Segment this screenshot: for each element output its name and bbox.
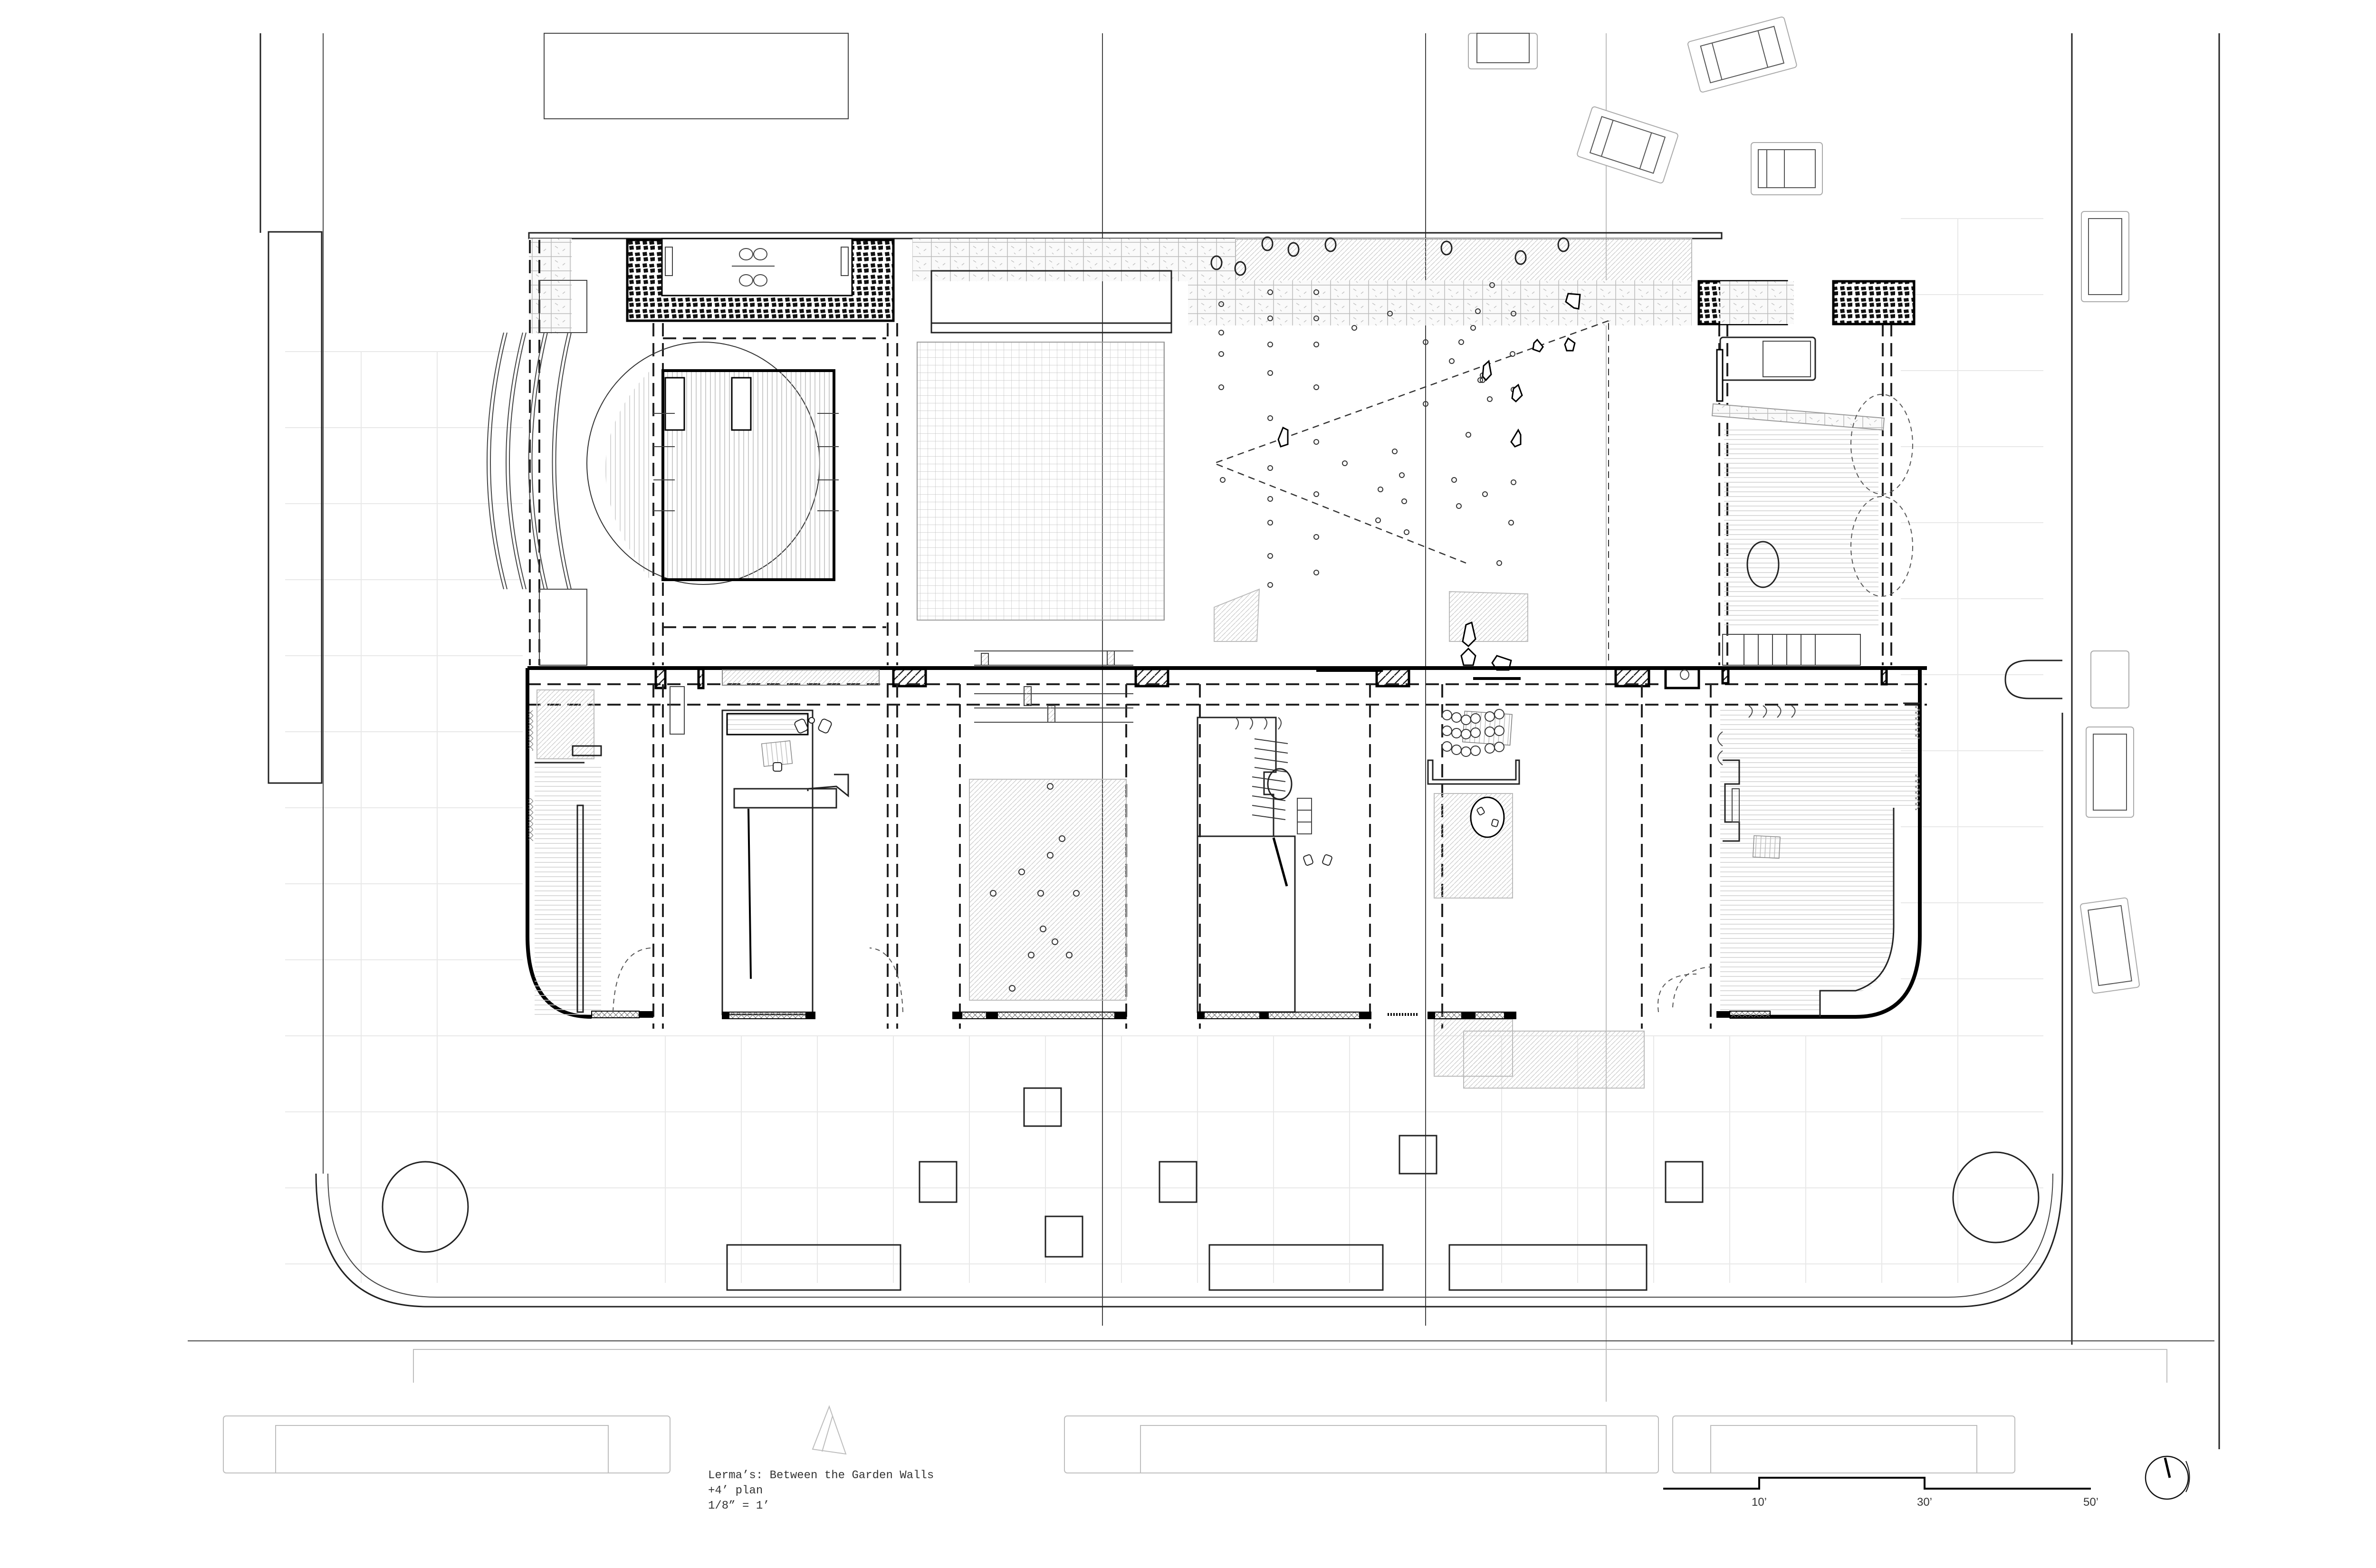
car-icon — [2081, 211, 2129, 302]
dining-terrace — [1697, 280, 1916, 666]
tree-markers — [1218, 282, 1516, 588]
rug — [1753, 835, 1781, 859]
restroom-block — [626, 238, 895, 322]
planter-block — [1159, 1161, 1198, 1203]
door-swing — [869, 947, 903, 1013]
drawing-subtitle: +4’ plan — [708, 1484, 763, 1497]
bench — [1448, 1244, 1648, 1291]
garden-row — [487, 232, 1916, 671]
bench — [726, 1244, 901, 1291]
scale-bar-label-50: 50’ — [2083, 1496, 2099, 1509]
adjacent-building-north — [544, 33, 849, 119]
lounge-chair-icon — [794, 717, 832, 734]
bench — [1208, 1244, 1384, 1291]
curved-seating-rows — [487, 332, 568, 590]
reflecting-pool — [930, 270, 1172, 334]
tree-garden — [1212, 282, 1609, 671]
parked-cars — [1468, 16, 2140, 994]
scale-bar-label-30: 30’ — [1916, 1496, 1933, 1509]
north-arrow-icon — [2145, 1455, 2190, 1500]
planter-bed — [1214, 588, 1260, 642]
adjacent-building-west — [268, 231, 323, 784]
round-table — [1746, 541, 1780, 588]
gridded-lawn — [917, 342, 1165, 621]
circular-pavilion — [1470, 796, 1505, 838]
plaza-elements — [382, 1031, 2040, 1291]
title-block: Lerma’s: Between the Garden Walls +4’ pl… — [708, 1468, 934, 1514]
car-icon — [1751, 142, 1823, 195]
conference-room — [1197, 717, 1418, 1019]
drawing-scale: 1/8” = 1’ — [708, 1500, 770, 1512]
door-swing — [1657, 974, 1697, 1013]
street-bulb — [2004, 660, 2062, 699]
planter-bed — [1449, 591, 1528, 642]
car-icon — [1468, 33, 1538, 69]
stair — [1722, 634, 1861, 666]
light-fixtures — [1210, 236, 1570, 276]
scale-bar-label-10: 10’ — [1751, 1496, 1767, 1509]
tree-planter — [1952, 1151, 2040, 1243]
bench — [664, 377, 685, 431]
planter-block — [1023, 1087, 1062, 1127]
car-icon — [1687, 16, 1797, 93]
drawing-title: Lerma’s: Between the Garden Walls — [708, 1469, 934, 1482]
scale-bar — [1663, 1477, 2091, 1490]
car-icon — [1577, 106, 1678, 184]
planter-block — [919, 1161, 958, 1203]
corner-room-west — [526, 668, 653, 1019]
planter-block — [1044, 1215, 1083, 1258]
lockers — [1297, 798, 1312, 834]
car-icon — [2080, 897, 2140, 994]
car-icon — [2086, 727, 2134, 818]
stair — [670, 686, 685, 735]
planter-block — [1399, 1135, 1437, 1175]
desk-chair-icon — [773, 762, 782, 772]
stair — [974, 650, 1133, 723]
door-swing — [1672, 966, 1711, 1008]
planter-block — [1665, 1161, 1704, 1203]
lockers — [1732, 788, 1740, 822]
boulders — [1277, 293, 1581, 448]
tree-planter — [382, 1161, 469, 1253]
building-bar — [527, 650, 1927, 735]
site-context — [188, 33, 2220, 1473]
chair-markers — [1442, 709, 1504, 757]
bench-strip — [722, 669, 880, 686]
office-suite — [613, 709, 903, 1019]
gravel-band — [1235, 238, 1692, 282]
corner-room-east — [1672, 668, 1922, 1019]
paver-strip — [529, 239, 572, 334]
toilet-icon — [665, 247, 849, 287]
door-swing — [613, 947, 651, 1013]
seminar-room — [1427, 709, 1697, 1077]
amphitheater — [487, 280, 839, 666]
stool-markers — [990, 783, 1080, 992]
car-icon — [2090, 650, 2129, 708]
bench — [731, 377, 752, 431]
lower-rooms — [526, 668, 1922, 1077]
round-table — [1267, 768, 1293, 800]
open-bay-gravel — [952, 779, 1127, 1019]
site-grid — [285, 218, 2043, 1283]
